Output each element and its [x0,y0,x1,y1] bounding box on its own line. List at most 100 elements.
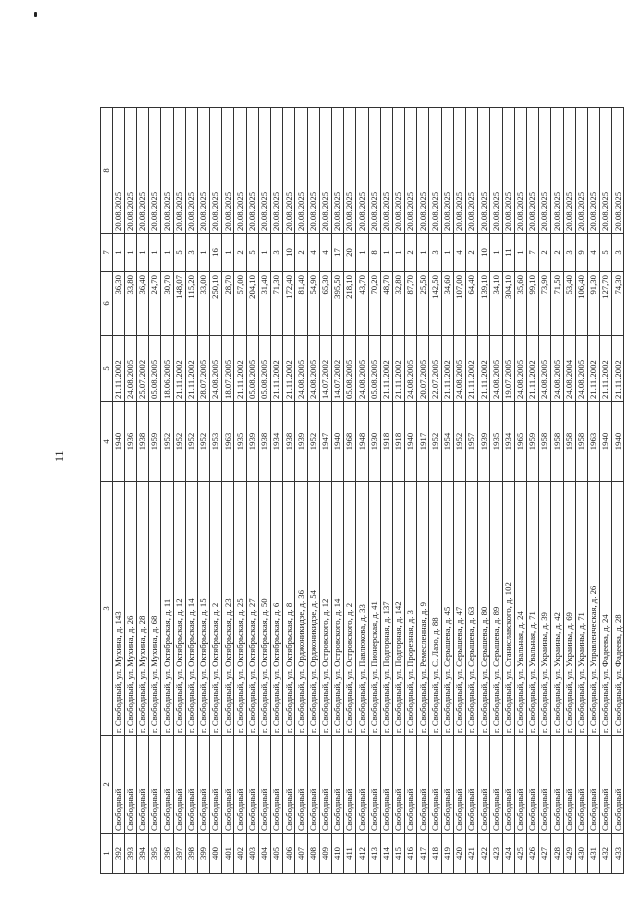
cell-area: 34,60 [441,271,454,336]
cell-row-number: 399 [197,833,210,874]
cell-locality: Свободный [112,735,125,834]
cell-deadline: 20.08.2025 [416,107,429,234]
cell-locality: Свободный [538,735,551,834]
cell-deadline: 20.08.2025 [246,107,259,234]
cell-date: 05.08.2005 [148,335,161,402]
cell-date: 21.11.2002 [112,335,125,402]
header-row: 1 2 3 4 5 6 7 8 [100,107,113,874]
cell-address: г. Свободный, ул. Серышева, д. 89 [489,481,503,736]
cell-row-number: 408 [307,833,320,874]
cell-address: г. Свободный, ул. Октябрьская, д. 50 [258,481,271,736]
cell-deadline: 20.08.2025 [489,107,503,234]
cell-date: 24.08.2005 [209,335,222,402]
cell-area: 32,80 [392,271,405,336]
cell-area: 33,00 [197,271,210,336]
cell-date: 25.07.2002 [136,335,149,402]
cell-count: 11 [502,233,515,272]
cell-deadline: 20.08.2025 [294,107,308,234]
cell-count: 4 [587,233,600,272]
cell-locality: Свободный [331,735,344,834]
cell-area: 36,40 [136,271,149,336]
cell-year-built: 1940 [599,401,612,482]
cell-row-number: 404 [258,833,271,874]
cell-address: г. Свободный, ул. Островского, д. 14 [331,481,344,736]
cell-date: 24.08.2005 [489,335,503,402]
cell-year-built: 1939 [294,401,308,482]
header-cell-6: 6 [100,271,113,336]
cell-year-built: 1947 [319,401,332,482]
cell-address: г. Свободный, ул. Фадеева, д. 28 [611,481,624,736]
cell-area: 35,60 [514,271,527,336]
cell-date: 24.08.2005 [550,335,564,402]
cell-address: г. Свободный, ул. Увальная, д. 71 [526,481,539,736]
cell-address: г. Свободный, ул. Мухина, д. 28 [136,481,149,736]
cell-area: 304,10 [502,271,515,336]
cell-count: 2 [294,233,308,272]
cell-row-number: 392 [112,833,125,874]
page-number: 11 [52,450,66,462]
cell-locality: Свободный [136,735,149,834]
cell-deadline: 20.08.2025 [233,107,247,234]
cell-address: г. Свободный, ул. Украины, д. 71 [575,481,588,736]
cell-area: 250,10 [209,271,222,336]
cell-deadline: 20.08.2025 [477,107,490,234]
cell-address: г. Свободный, ул. Ремесленная, д. 9 [416,481,429,736]
cell-row-number: 422 [477,833,490,874]
cell-date: 21.11.2002 [441,335,454,402]
header-cell-5: 5 [100,335,113,402]
cell-deadline: 20.08.2025 [307,107,320,234]
cell-year-built: 1958 [538,401,551,482]
cell-count: 2 [465,233,478,272]
cell-date: 19.07.2005 [502,335,515,402]
cell-year-built: 1953 [209,401,222,482]
cell-count: 1 [136,233,149,272]
cell-area: 57,00 [233,271,247,336]
cell-date: 24.08.2005 [307,335,320,402]
cell-area: 395,50 [331,271,344,336]
cell-row-number: 403 [246,833,259,874]
cell-deadline: 20.08.2025 [550,107,564,234]
cell-year-built: 1940 [331,401,344,482]
cell-year-built: 1958 [575,401,588,482]
cell-date: 21.11.2002 [599,335,612,402]
cell-count: 1 [258,233,271,272]
header-cell-2: 2 [100,735,113,834]
cell-row-number: 401 [221,833,234,874]
cell-count: 3 [428,233,442,272]
cell-area: 34,10 [489,271,503,336]
cell-year-built: 1963 [221,401,234,482]
cell-address: г. Свободный, ул. Октябрьская, д. 8 [282,481,295,736]
cell-locality: Свободный [599,735,612,834]
cell-year-built: 1940 [112,401,125,482]
cell-year-built: 1938 [282,401,295,482]
cell-count: 8 [368,233,381,272]
cell-area: 139,10 [477,271,490,336]
cell-deadline: 20.08.2025 [282,107,295,234]
cell-date: 24.08.2005 [538,335,551,402]
cell-year-built: 1939 [246,401,259,482]
cell-date: 28.07.2005 [197,335,210,402]
cell-date: 14.07.2002 [331,335,344,402]
cell-count: 1 [441,233,454,272]
cell-area: 107,00 [453,271,466,336]
cell-date: 24.08.2005 [124,335,137,402]
cell-row-number: 405 [270,833,283,874]
cell-area: 87,70 [404,271,417,336]
cell-deadline: 20.08.2025 [538,107,551,234]
cell-date: 21.11.2002 [587,335,600,402]
cell-count: 4 [319,233,332,272]
cell-row-number: 418 [428,833,442,874]
cell-count: 3 [185,233,198,272]
cell-area: 218,10 [343,271,356,336]
cell-date: 05.08.2005 [368,335,381,402]
cell-area: 31,40 [258,271,271,336]
cell-year-built: 1952 [173,401,186,482]
cell-deadline: 20.08.2025 [319,107,332,234]
